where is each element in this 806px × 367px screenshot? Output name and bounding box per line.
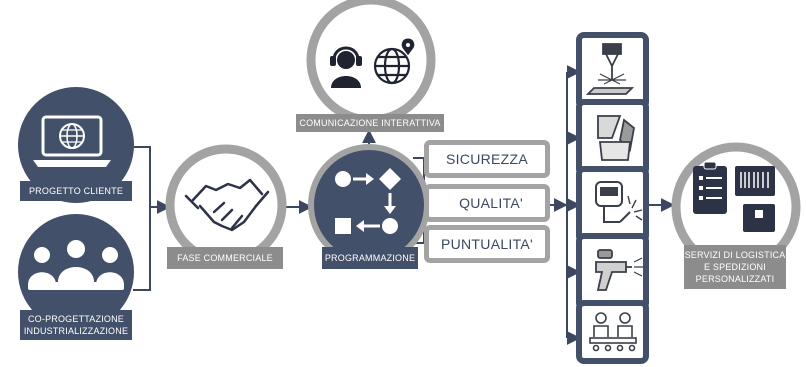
fase-commerciale-text: FASE COMMERCIALE	[177, 253, 273, 263]
qualita-pill: QUALITA'	[424, 184, 550, 222]
station-press-brake	[576, 99, 649, 177]
sicurezza-text: SICUREZZA	[445, 151, 529, 167]
station-assembly	[576, 300, 649, 364]
co-progettazione-node	[18, 214, 134, 330]
press-brake-icon	[597, 115, 635, 161]
fase-commerciale-label: FASE COMMERCIALE	[167, 247, 283, 269]
co-progettazione-line2: INDUSTRIALIZZAZIONE	[23, 326, 129, 336]
puntualita-text: PUNTUALITA'	[440, 236, 534, 252]
logistics-icon	[693, 161, 775, 232]
logistica-node	[671, 142, 801, 272]
people-group-icon	[28, 240, 124, 290]
fase-commerciale-node	[165, 144, 287, 266]
puntualita-pill: PUNTUALITA'	[424, 225, 550, 263]
qualita-text: QUALITA'	[459, 195, 523, 211]
laser-cutting-icon	[585, 43, 635, 95]
programmazione-text: PROGRAMMAZIONE	[324, 253, 416, 263]
connector-left-bracket	[133, 146, 151, 291]
station-welding	[576, 166, 649, 244]
spray-gun-icon	[595, 249, 644, 291]
comunicazione-interattiva-label: COMUNICAZIONE INTERATTIVA	[296, 114, 444, 132]
handshake-icon	[184, 178, 270, 232]
workflow-icon	[335, 168, 401, 234]
co-progettazione-label: CO-PROGETTAZIONE INDUSTRIALIZZAZIONE	[20, 310, 132, 340]
laptop-globe-icon	[33, 115, 111, 167]
globe-pin-icon	[373, 37, 416, 85]
comunicazione-interattiva-text: COMUNICAZIONE INTERATTIVA	[299, 118, 441, 128]
servizi-line3: PERSONALIZZATI	[695, 274, 775, 284]
station-laser	[576, 32, 649, 110]
programmazione-label: PROGRAMMAZIONE	[322, 247, 418, 269]
servizi-logistica-label: SERVIZI DI LOGISTICA E SPEDIZIONI PERSON…	[684, 245, 786, 289]
sicurezza-pill: SICUREZZA	[424, 140, 550, 178]
assembly-workers-icon	[589, 312, 637, 352]
progetto-cliente-label: PROGETTO CLIENTE	[20, 181, 132, 201]
headset-icon	[330, 46, 362, 88]
welding-icon	[595, 181, 643, 223]
progetto-cliente-text: PROGETTO CLIENTE	[28, 186, 124, 196]
servizi-line1: SERVIZI DI LOGISTICA	[684, 250, 786, 260]
programmazione-node	[308, 144, 430, 266]
co-progettazione-line1: CO-PROGETTAZIONE	[27, 314, 125, 324]
progetto-cliente-node	[18, 87, 134, 203]
station-painting	[576, 233, 649, 311]
servizi-line2: E SPEDIZIONI	[704, 262, 766, 272]
comunicazione-interattiva-node	[306, 0, 436, 125]
